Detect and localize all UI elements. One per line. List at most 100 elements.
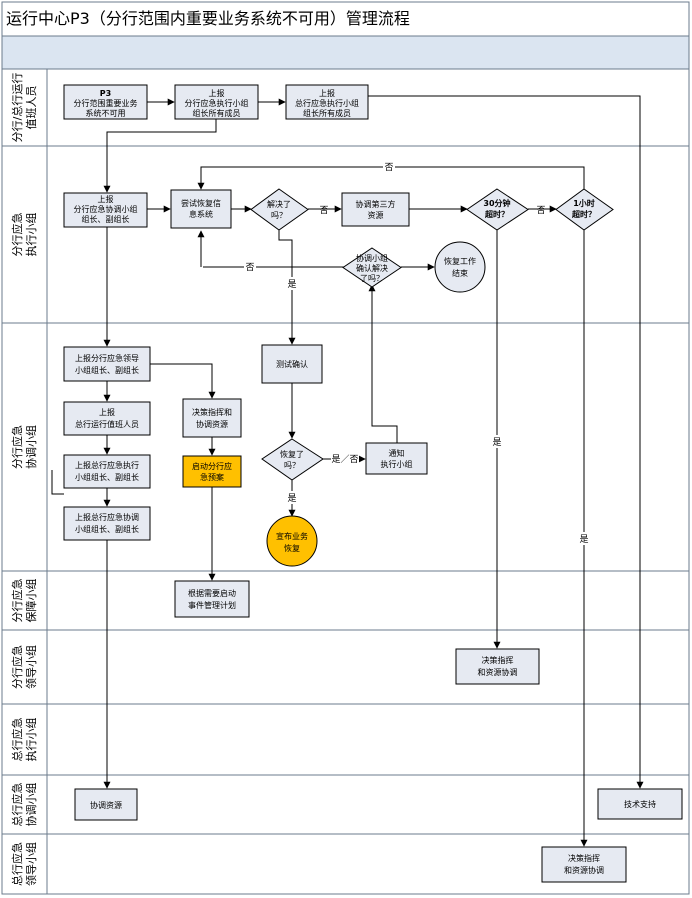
svg-text:宣布业务: 宣布业务 [276,531,308,541]
svg-text:上报总行应急协调: 上报总行应急协调 [75,512,139,522]
svg-text:分行应急: 分行应急 [10,579,24,623]
svg-text:总行应急: 总行应急 [10,718,24,762]
svg-text:决策指挥: 决策指挥 [568,853,600,863]
node-coord-res: 协调资源 [74,788,138,821]
svg-text:分行范围重要业务: 分行范围重要业务 [74,98,138,108]
svg-text:测试确认: 测试确认 [276,359,308,369]
edge-label-yes: 是 [492,437,501,448]
svg-text:协调小组: 协调小组 [24,425,38,469]
header-band [1,35,690,70]
svg-text:恢复了: 恢复了 [280,449,304,459]
svg-text:小组组长、副组长: 小组组长、副组长 [75,472,139,482]
decision-confirm-solved: 协调小组 确认解决 了吗？ [342,247,402,288]
node-report-branch-exec: 上报 分行应急执行小组 组长所有成员 [174,84,259,120]
node-start-plan: 启动分行应 急预案 [182,455,242,488]
svg-text:超时？: 超时？ [571,209,596,219]
svg-text:执行小组: 执行小组 [381,459,413,469]
svg-text:事件管理计划: 事件管理计划 [188,600,236,610]
edge-label-no: 否 [245,262,254,273]
svg-text:总行应急: 总行应急 [10,842,24,886]
node-branch-lead-decide: 决策指挥 和资源协调 [455,648,540,685]
lane-label-hq-coord: 总行应急 协调小组 [10,783,38,827]
svg-text:执行小组: 执行小组 [24,718,38,762]
svg-text:分行应急执行小组: 分行应急执行小组 [185,98,249,108]
svg-text:协调资源: 协调资源 [90,800,122,810]
svg-text:吗？: 吗？ [271,211,287,220]
svg-text:息系统: 息系统 [189,209,213,219]
svg-text:通知: 通知 [389,448,405,458]
svg-text:上报: 上报 [98,194,114,204]
lane-label-branch-lead: 分行应急 领导小组 [10,645,38,689]
svg-text:领导小组: 领导小组 [24,645,38,689]
svg-text:总行运行值班人员: 总行运行值班人员 [75,419,139,429]
lane-label-branch-exec: 分行应急 执行小组 [10,213,38,257]
svg-text:吗？: 吗？ [284,461,300,470]
svg-text:上报: 上报 [99,407,115,417]
node-coord-third: 协调第三方 资源 [341,192,410,227]
lane-label-duty: 分行/总行运行 值班人员 [10,73,38,143]
svg-text:总行应急: 总行应急 [10,783,24,827]
terminal-resume-work: 恢复工作 结束 [434,241,486,293]
svg-text:确认解决: 确认解决 [356,263,388,273]
node-hq-lead-decide: 决策指挥 和资源协调 [541,846,627,883]
node-try-restore: 尝试恢复信 息系统 [170,189,232,229]
svg-text:P3: P3 [100,89,111,98]
svg-text:分行应急: 分行应急 [10,645,24,689]
node-tech-support: 技术支持 [597,788,683,820]
svg-text:1小时: 1小时 [573,198,595,208]
edge-label-no: 否 [536,205,545,216]
svg-text:总行应急执行小组: 总行应急执行小组 [295,98,359,108]
svg-text:分行应急: 分行应急 [10,213,24,257]
svg-text:根据需要启动: 根据需要启动 [188,588,236,598]
svg-text:协调第三方: 协调第三方 [356,199,396,209]
terminal-announce-recovery: 宣布业务 恢复 [266,515,318,567]
svg-text:协调小组: 协调小组 [356,253,388,263]
svg-text:协调小组: 协调小组 [24,783,38,827]
svg-text:组长所有成员: 组长所有成员 [193,108,241,118]
svg-text:组长、副组长: 组长、副组长 [82,214,130,224]
svg-text:保障小组: 保障小组 [24,579,38,623]
svg-text:和资源协调: 和资源协调 [564,865,604,875]
node-report-branch-lead: 上报分行应急领导 小组组长、副组长 [63,346,151,382]
node-event-plan: 根据需要启动 事件管理计划 [174,580,250,618]
node-report-branch-coord: 上报 分行应急协调小组 组长、副组长 [63,192,148,228]
svg-text:分行/总行运行: 分行/总行运行 [10,73,24,143]
decision-solved: 解决了 吗？ [250,188,309,231]
svg-text:执行小组: 执行小组 [24,213,38,257]
svg-text:小组组长、副组长: 小组组长、副组长 [75,365,139,375]
svg-text:解决了: 解决了 [267,199,291,209]
svg-text:技术支持: 技术支持 [624,799,656,809]
node-notify-exec: 通知 执行小组 [365,442,428,475]
svg-text:恢复: 恢复 [284,543,300,553]
edge-label-yes-no: 是／否 [331,454,358,465]
svg-text:恢复工作: 恢复工作 [444,256,476,266]
lane-label-branch-support: 分行应急 保障小组 [10,579,38,623]
decision-restored: 恢复了 吗？ [261,438,324,481]
edge-label-no: 否 [319,205,328,216]
svg-text:和资源协调: 和资源协调 [478,667,518,677]
svg-text:急预案: 急预案 [200,472,224,482]
node-test-confirm: 测试确认 [261,344,323,384]
edge-label-yes: 是 [287,279,296,290]
svg-text:分行应急: 分行应急 [10,425,24,469]
svg-text:分行应急协调小组: 分行应急协调小组 [74,204,138,214]
svg-text:结束: 结束 [452,268,468,278]
lane-label-branch-coord: 分行应急 协调小组 [10,425,38,469]
node-p3: P3 分行范围重要业务 系统不可用 [63,84,148,120]
svg-text:30分钟: 30分钟 [483,198,510,208]
edge-labels: 否 否 否 否 是 是 是 是／否 是 [244,160,590,545]
svg-text:上报: 上报 [319,88,335,98]
svg-text:小组组长、副组长: 小组组长、副组长 [75,524,139,534]
lane-labels: 分行/总行运行 值班人员 分行应急 执行小组 分行应急 协调小组 分行应急 保障… [10,73,38,886]
node-report-hq-duty: 上报 总行运行值班人员 [63,401,151,436]
lane-label-hq-exec: 总行应急 执行小组 [10,718,38,762]
svg-text:决策指挥: 决策指挥 [482,655,514,665]
svg-text:上报分行应急领导: 上报分行应急领导 [75,353,139,363]
swimlanes [1,68,690,895]
svg-text:上报总行应急执行: 上报总行应急执行 [75,460,139,470]
svg-text:了吗？: 了吗？ [360,274,384,283]
svg-text:值班人员: 值班人员 [25,86,38,130]
svg-text:组长所有成员: 组长所有成员 [303,108,351,118]
